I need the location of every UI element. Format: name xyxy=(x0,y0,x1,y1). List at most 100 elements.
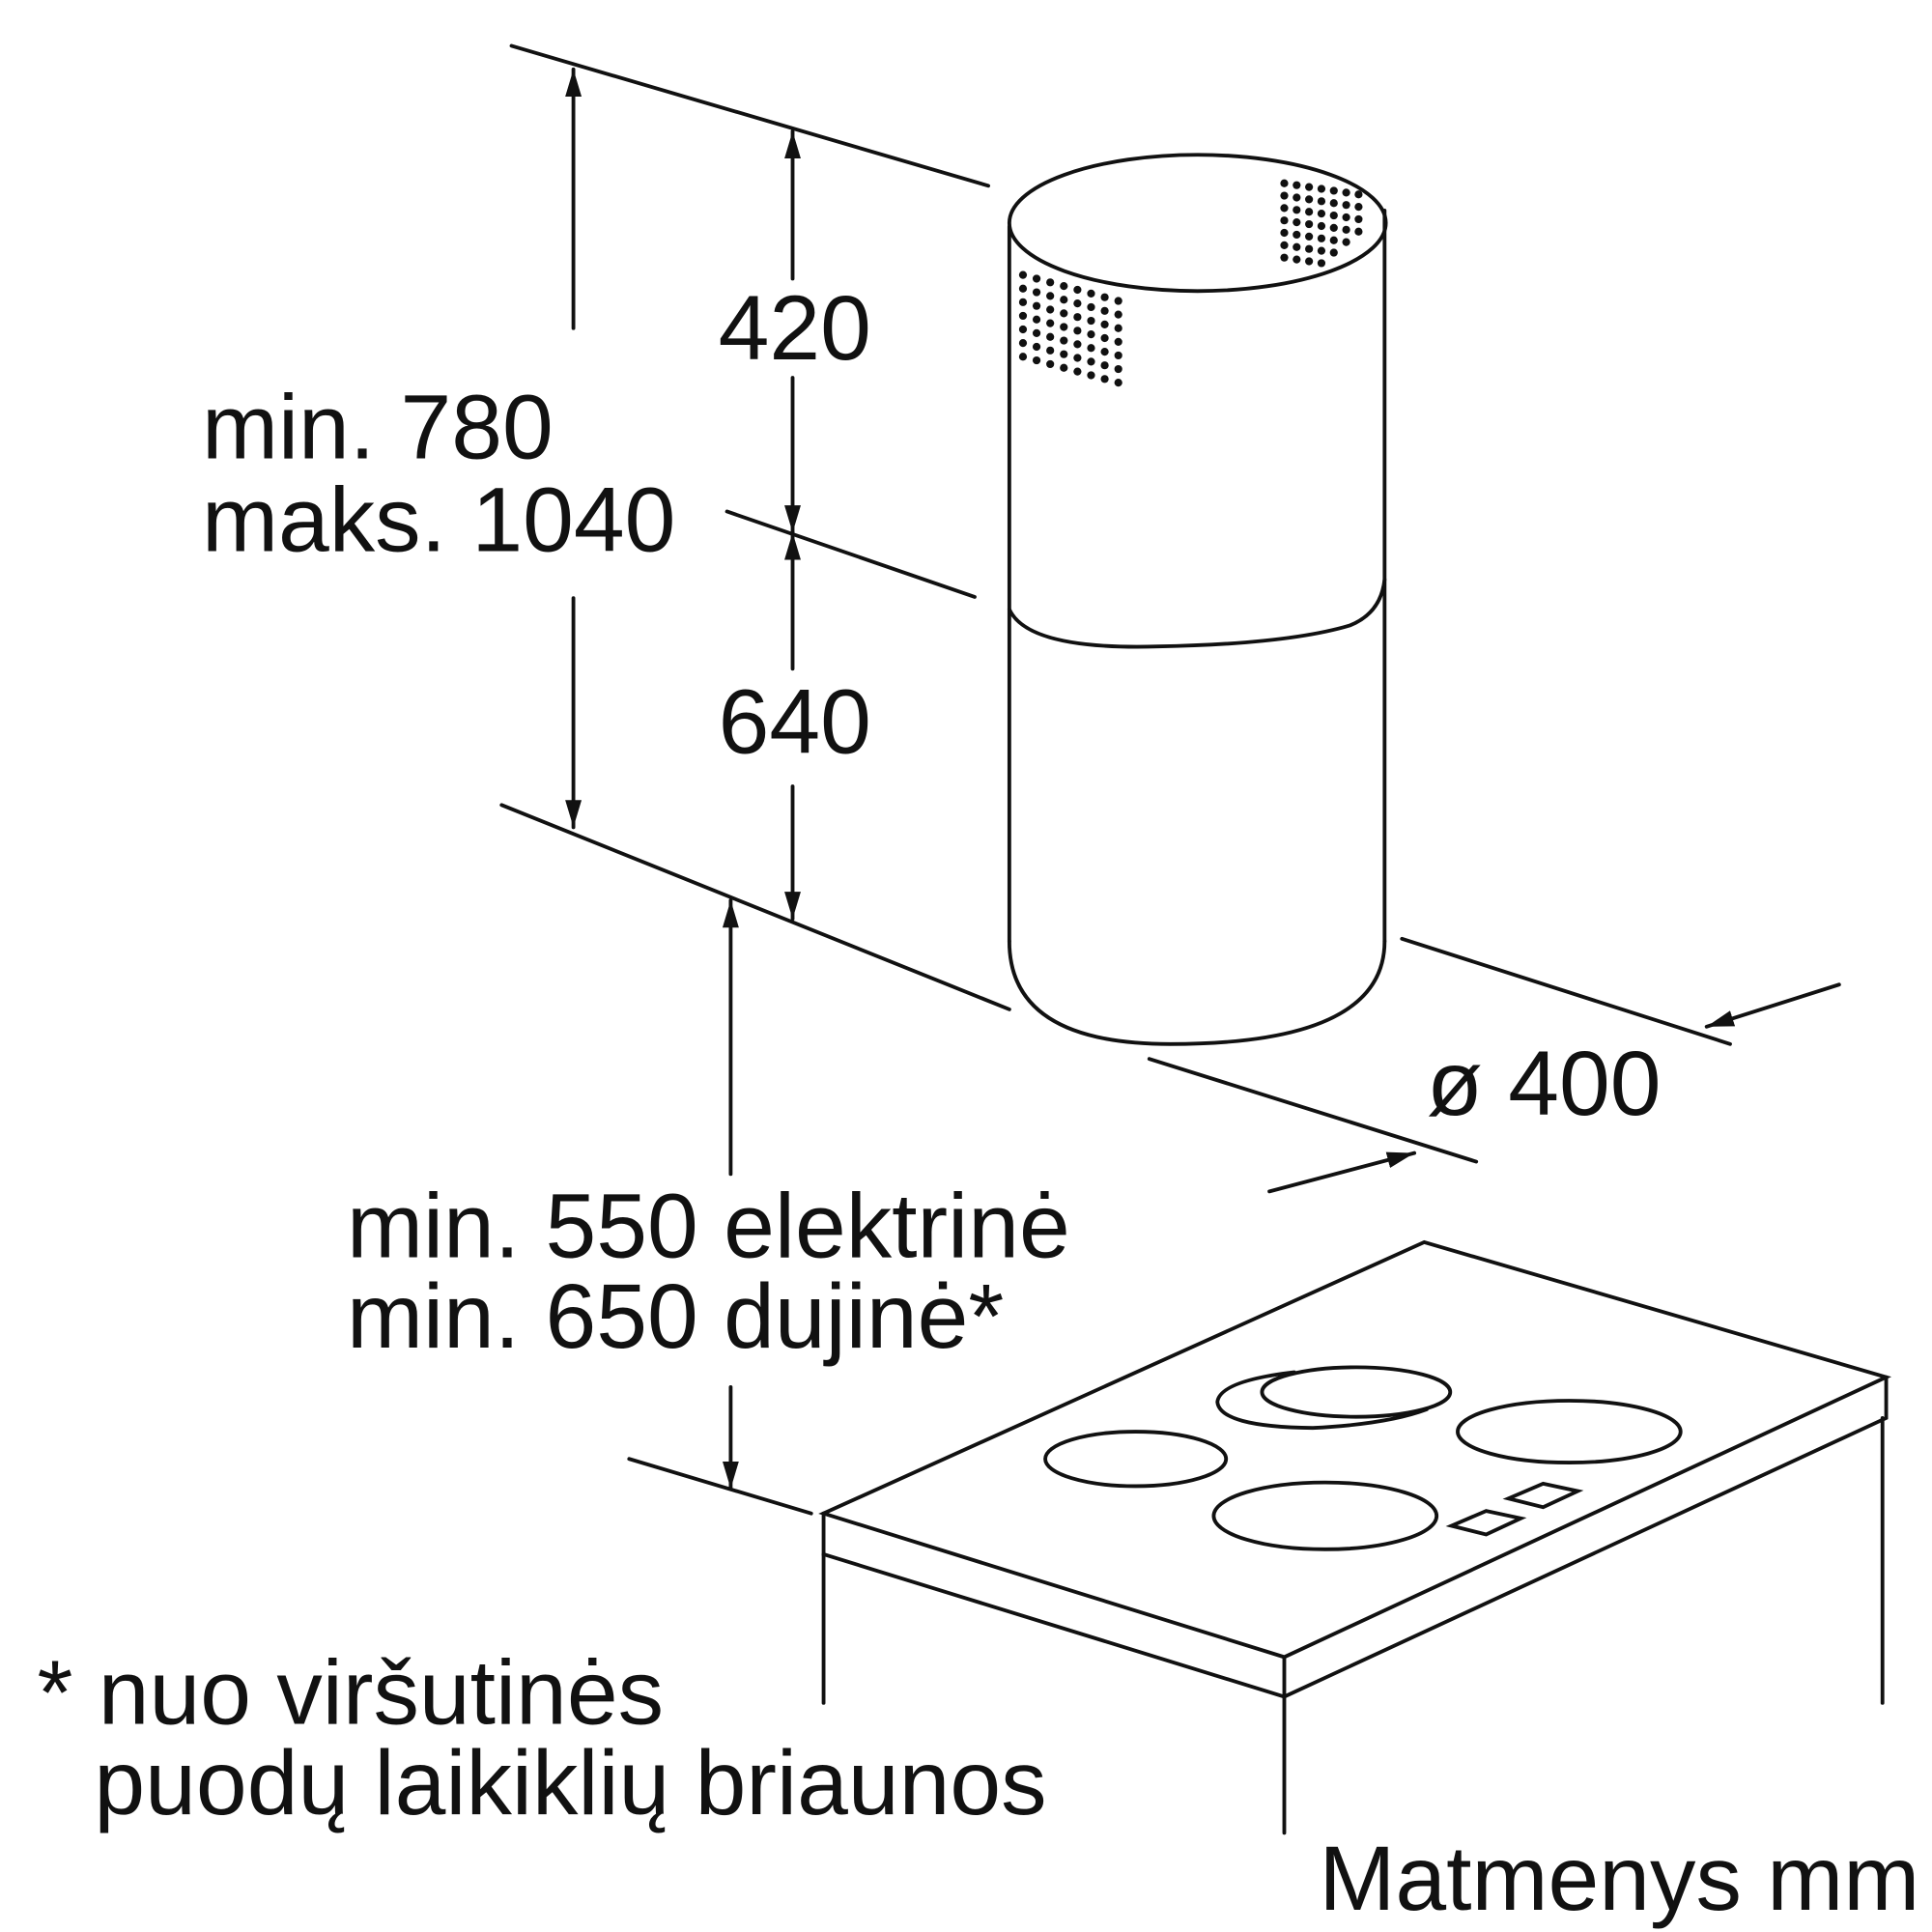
grille-dot xyxy=(1280,228,1289,238)
grille-dot xyxy=(1018,311,1028,321)
dim-gas: min. 650 dujinė* xyxy=(347,1265,1004,1368)
grille-dot xyxy=(1018,298,1028,306)
grille-dot xyxy=(1305,195,1314,204)
grille-dot xyxy=(1293,206,1301,214)
grille-dot xyxy=(1329,186,1338,195)
grille-dot xyxy=(1342,213,1350,222)
grille-dot xyxy=(1317,246,1326,255)
grille-dot xyxy=(1114,379,1122,387)
grille-dot xyxy=(1305,183,1314,191)
grille-dot xyxy=(1073,327,1082,335)
grille-dot xyxy=(1032,328,1041,337)
grille-dot xyxy=(1087,302,1095,312)
grille-dot xyxy=(1342,201,1350,210)
cooktop xyxy=(818,1239,1892,1835)
grille-dot xyxy=(1329,223,1338,232)
burner-outer xyxy=(1215,1370,1429,1431)
footnote-line2: puodų laikiklių briaunos xyxy=(94,1732,1046,1834)
dim-max-1040: maks. 1040 xyxy=(202,469,675,572)
grille-dot xyxy=(1060,323,1068,331)
grille-dot xyxy=(1018,353,1028,361)
grille-dot xyxy=(1293,193,1301,202)
grille-dot xyxy=(1329,248,1338,257)
grille-dot xyxy=(1280,241,1289,249)
grille-dot xyxy=(1354,203,1363,212)
grille-dot xyxy=(1032,355,1041,365)
grille-dot xyxy=(1087,371,1095,380)
grille-dot xyxy=(1342,188,1350,197)
grille-dot xyxy=(1100,320,1109,328)
grille-dot xyxy=(1293,230,1301,240)
grille-dot xyxy=(1280,191,1289,200)
dim-640: 640 xyxy=(719,670,871,773)
grille-dot xyxy=(1073,299,1082,308)
grille-dot xyxy=(1060,350,1068,358)
footnote-line1: * nuo viršutinės xyxy=(37,1642,664,1745)
grille-dot xyxy=(1046,346,1055,355)
grille-dot xyxy=(1032,288,1041,297)
grille-dot xyxy=(1046,292,1055,300)
grille-dot xyxy=(1046,305,1055,314)
extension-lines xyxy=(499,43,1732,1516)
grille-dot xyxy=(1317,234,1326,242)
grille-dot xyxy=(1317,197,1326,206)
grille-dot xyxy=(1305,257,1314,266)
grille-dot xyxy=(1087,330,1095,339)
burner xyxy=(1456,1399,1683,1465)
grille-dot xyxy=(1317,210,1326,218)
dim-electric: min. 550 elektrinė xyxy=(347,1175,1070,1277)
grille-dot xyxy=(1100,361,1109,370)
grille-dot xyxy=(1114,337,1122,346)
grille-dot xyxy=(1293,242,1301,251)
grille-dot xyxy=(1329,236,1338,244)
grille-dot xyxy=(1280,253,1289,262)
grille-dot xyxy=(1073,313,1082,322)
grille-dot xyxy=(1280,216,1289,225)
grille-dot xyxy=(1046,278,1055,287)
grille-dot xyxy=(1060,309,1068,318)
grille-dot xyxy=(1087,344,1095,353)
grille-dot xyxy=(1073,367,1082,376)
cylinder-hood xyxy=(1007,153,1388,1046)
grille-dot xyxy=(1305,232,1314,241)
grille-dot xyxy=(1293,218,1301,227)
grille-dot xyxy=(1100,375,1109,384)
control-pad xyxy=(1445,1509,1527,1537)
grille-dot xyxy=(1114,351,1122,360)
grille-dot xyxy=(1018,325,1028,334)
grille-dot xyxy=(1114,324,1122,332)
grille-dot xyxy=(1018,339,1028,348)
grille-dot xyxy=(1293,255,1301,264)
burner xyxy=(1043,1430,1229,1489)
dim-420: 420 xyxy=(719,277,871,380)
grille-dot xyxy=(1329,199,1338,208)
units-label: Matmenys mm xyxy=(1319,1828,1919,1930)
grille-dot xyxy=(1087,357,1095,366)
burner xyxy=(1211,1480,1439,1551)
grille-dot xyxy=(1317,259,1326,268)
burner xyxy=(1260,1365,1453,1419)
grille-dot xyxy=(1305,208,1314,216)
grille-dot xyxy=(1100,347,1109,356)
grille-dot xyxy=(1305,244,1314,253)
grille-dot xyxy=(1354,190,1363,199)
dimension-arrows xyxy=(565,67,1841,1491)
grille-dot xyxy=(1280,179,1289,187)
grille-dot xyxy=(1317,185,1326,193)
grille-dot xyxy=(1060,363,1068,372)
grille-dot xyxy=(1073,354,1082,362)
grille-dot xyxy=(1018,270,1028,279)
grille-dot xyxy=(1100,293,1109,301)
grille-dot xyxy=(1114,364,1122,374)
grille-dot xyxy=(1046,359,1055,369)
grille-dot xyxy=(1032,315,1041,324)
grille-dot xyxy=(1073,340,1082,349)
grille-dot xyxy=(1354,214,1363,224)
grille-dot xyxy=(1046,332,1055,341)
grille-dot xyxy=(1046,319,1055,327)
grille-dot xyxy=(1354,227,1363,236)
grille-dot xyxy=(1087,289,1095,298)
grille-dot xyxy=(1032,274,1041,283)
grille-dot xyxy=(1032,301,1041,310)
